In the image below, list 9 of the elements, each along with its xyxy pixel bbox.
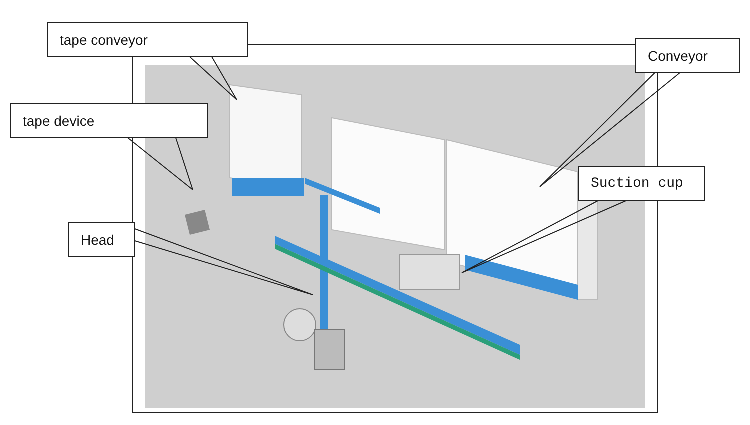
callout-tail: [190, 56, 238, 100]
callout-label: Head: [68, 222, 135, 257]
callout-tail: [462, 200, 626, 274]
callout-tail: [134, 228, 314, 296]
callout-label: tape device: [10, 103, 208, 138]
callout-label: tape conveyor: [47, 22, 248, 57]
callout-label: Conveyor: [635, 38, 740, 73]
callout-tail: [540, 72, 680, 188]
callout-label: Suction cup: [578, 166, 705, 201]
